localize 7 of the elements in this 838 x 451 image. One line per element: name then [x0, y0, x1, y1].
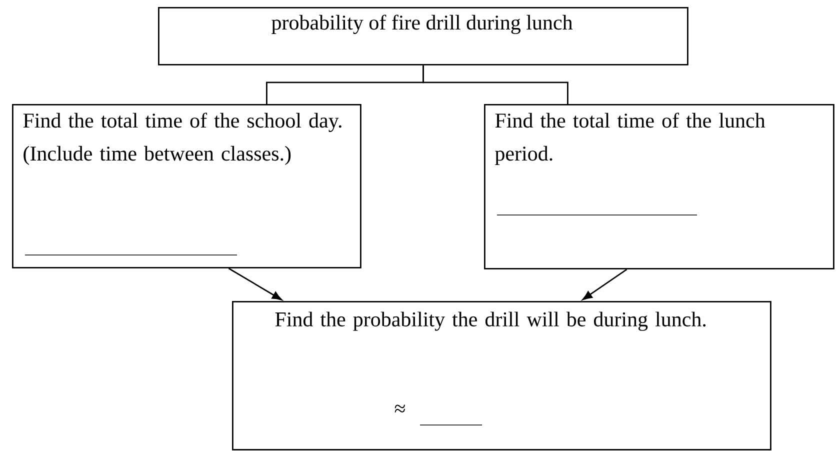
- process-box: Find the total time of the lunch period.: [484, 104, 834, 270]
- process-box: Find the probability the drill will be during lunch. ≈: [232, 301, 772, 450]
- arrow: [582, 268, 628, 300]
- process-box: Find the total time of the school day. (Include time between classes.): [12, 104, 362, 268]
- arrow: [228, 268, 282, 300]
- process-box: probability of fire drill during lunch: [158, 7, 688, 66]
- connector-line: [422, 65, 568, 104]
